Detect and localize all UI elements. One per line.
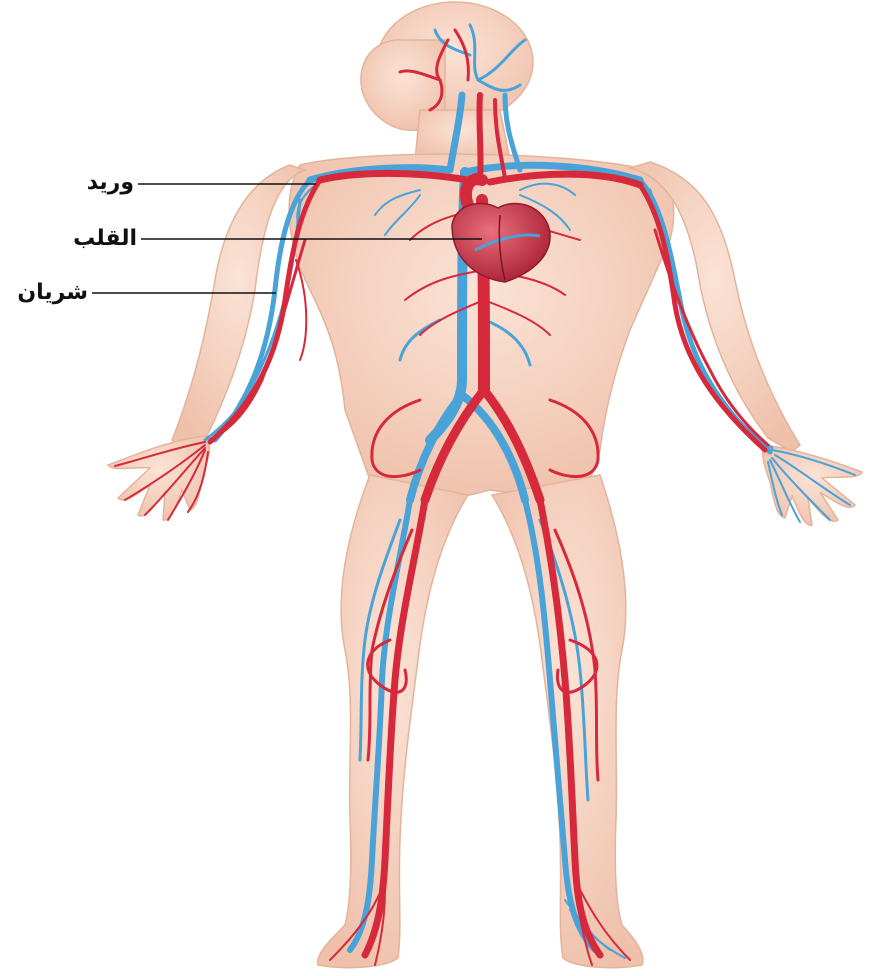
label-heart: القلب	[73, 228, 137, 250]
label-artery: شريان	[17, 282, 88, 304]
body-silhouette	[108, 2, 862, 968]
label-vein: وريد	[87, 172, 134, 194]
